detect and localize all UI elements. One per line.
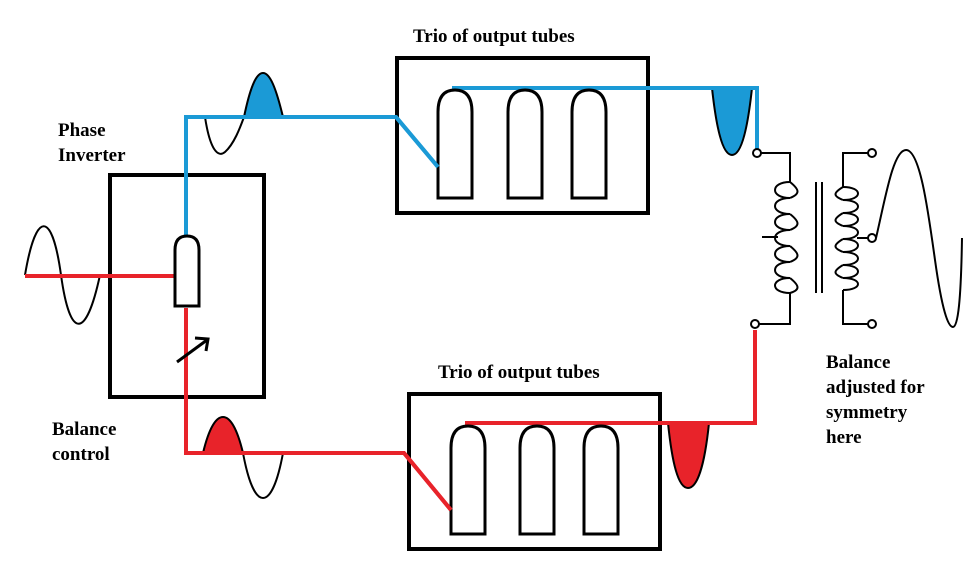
phase-inverter-label-line2: Inverter (58, 145, 126, 166)
adjust-arrow-head (194, 336, 210, 352)
bottom-tube-3-icon (582, 424, 620, 536)
top-tubes-box (395, 56, 650, 215)
bottom-tube-2-icon (518, 424, 556, 536)
balance-control-label-line2: control (52, 444, 110, 465)
bottom-tubes-box (407, 392, 662, 551)
bottom-output-half-cycle-fill (668, 423, 709, 488)
balance-note-line4: here (826, 427, 862, 448)
top-tube-1-icon (436, 88, 474, 200)
balance-note-line2: adjusted for (826, 377, 925, 398)
phase-inverter-tube-icon (173, 234, 201, 308)
bottom-signal-path (184, 308, 453, 512)
top-tubes-label: Trio of output tubes (413, 26, 575, 47)
top-tube-2-icon (506, 88, 544, 200)
top-grid-lead (394, 115, 440, 169)
balance-control-label-line1: Balance (52, 419, 116, 440)
bottom-plate-path (465, 330, 757, 426)
top-output-half-cycle-fill (712, 88, 752, 155)
top-output-sine-outline (711, 87, 753, 157)
output-sine-wave-icon (875, 148, 963, 329)
balance-note-line1: Balance (826, 352, 890, 373)
bottom-tubes-label: Trio of output tubes (438, 362, 600, 383)
top-tube-3-icon (570, 88, 608, 200)
bottom-grid-lead (402, 451, 453, 512)
bottom-tube-1-icon (449, 424, 487, 536)
phase-inverter-label-line1: Phase (58, 120, 106, 141)
bottom-output-sine-outline (667, 422, 710, 490)
adjust-arrow-icon (176, 338, 208, 364)
balance-note-line3: symmetry (826, 402, 908, 423)
transformer-icon (750, 148, 877, 329)
